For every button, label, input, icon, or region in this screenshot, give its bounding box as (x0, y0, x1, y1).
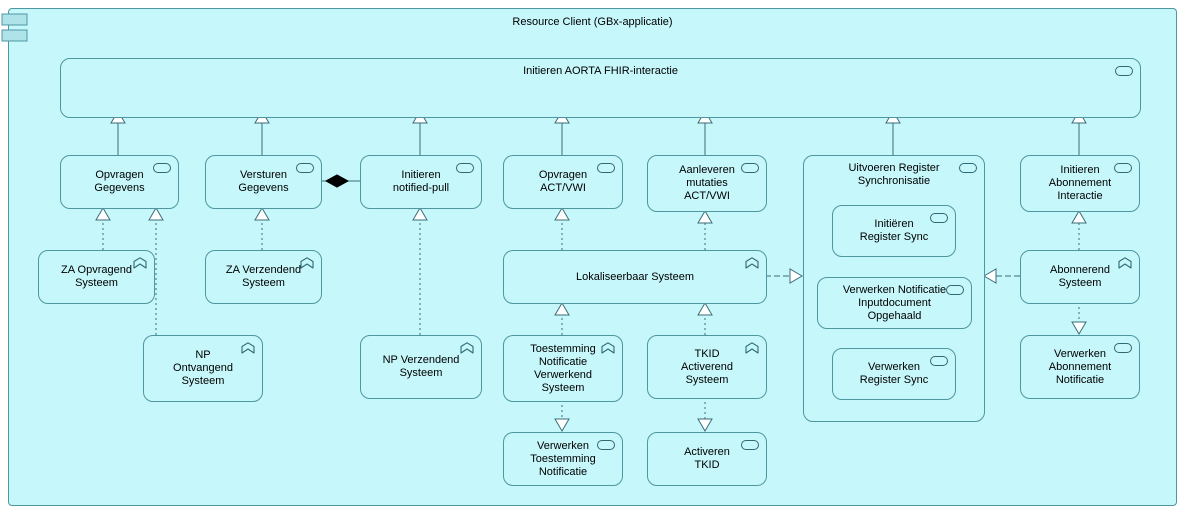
application-function-icon (460, 342, 474, 354)
element-label: Opvragen ACT/VWI (538, 169, 588, 194)
element-label: Activeren TKID (684, 446, 730, 471)
element-label: TKID Activerend Systeem (681, 347, 733, 386)
application-service-icon (959, 163, 977, 173)
element-za-opvragend-systeem[interactable]: ZA Opvragend Systeem (38, 250, 155, 304)
application-service-icon (741, 163, 759, 173)
element-label: Uitvoeren Register Synchronisatie (848, 162, 940, 187)
element-initieren-register-sync[interactable]: Initiëren Register Sync (832, 205, 956, 257)
element-label: Aanleveren mutaties ACT/VWI (679, 164, 735, 202)
element-label: Toestemming Notificatie Verwerkend Syste… (530, 342, 596, 394)
element-label: ZA Opvragend Systeem (61, 264, 132, 289)
element-opvragen-act-vwi[interactable]: Opvragen ACT/VWI (503, 155, 623, 209)
element-label: Versturen Gegevens (238, 169, 289, 194)
element-label: NP Verzendend Systeem (382, 354, 460, 379)
element-label: NP Ontvangend Systeem (173, 349, 233, 387)
application-service-icon (153, 163, 171, 173)
element-label: Verwerken Abonnement Notificatie (1048, 347, 1112, 386)
element-initieren-notified-pull[interactable]: Initieren notified-pull (360, 155, 482, 209)
element-label: Initieren Abonnement Interactie (1048, 164, 1112, 202)
application-service-icon (597, 163, 615, 173)
element-initieren-abonnement-interactie[interactable]: Initieren Abonnement Interactie (1020, 155, 1140, 212)
element-label: Verwerken Register Sync (859, 361, 929, 386)
element-label: Verwerken Toestemming Notificatie (530, 439, 596, 478)
element-verwerken-notificatie-inputdocument-opgehaald[interactable]: Verwerken Notificatie Inputdocument Opge… (817, 277, 972, 329)
application-service-icon (597, 440, 615, 450)
application-function-icon (601, 342, 615, 354)
element-label: Lokaliseerbaar Systeem (575, 270, 694, 283)
element-label: Verwerken Notificatie Inputdocument Opge… (842, 283, 947, 322)
element-abonnerend-systeem[interactable]: Abonnerend Systeem (1020, 250, 1140, 304)
element-toestemming-notificatie-verwerkend-systeem[interactable]: Toestemming Notificatie Verwerkend Syste… (503, 335, 623, 402)
element-label: Abonnerend Systeem (1050, 264, 1110, 289)
application-function-icon (1118, 257, 1132, 269)
element-label: Initieren AORTA FHIR-interactie (523, 65, 678, 77)
element-lokaliseerbaar-systeem[interactable]: Lokaliseerbaar Systeem (503, 250, 767, 304)
element-opvragen-gegevens[interactable]: Opvragen Gegevens (60, 155, 179, 209)
element-np-ontvangend-systeem[interactable]: NP Ontvangend Systeem (143, 335, 263, 402)
element-label: Initiëren Register Sync (859, 218, 929, 243)
element-activeren-tkid[interactable]: Activeren TKID (647, 432, 767, 486)
application-function-icon (241, 342, 255, 354)
element-aanleveren-mutaties-act-vwi[interactable]: Aanleveren mutaties ACT/VWI (647, 155, 767, 212)
element-verwerken-abonnement-notificatie[interactable]: Verwerken Abonnement Notificatie (1020, 335, 1140, 399)
application-service-icon (741, 440, 759, 450)
element-verwerken-toestemming-notificatie[interactable]: Verwerken Toestemming Notificatie (503, 432, 623, 486)
element-za-verzendend-systeem[interactable]: ZA Verzendend Systeem (205, 250, 322, 304)
element-initieren-aorta-fhir-interactie[interactable]: Initieren AORTA FHIR-interactie (60, 58, 1141, 118)
application-service-icon (456, 163, 474, 173)
element-np-verzendend-systeem[interactable]: NP Verzendend Systeem (360, 335, 482, 399)
application-function-icon (133, 257, 147, 269)
element-verwerken-register-sync[interactable]: Verwerken Register Sync (832, 348, 956, 400)
element-versturen-gegevens[interactable]: Versturen Gegevens (205, 155, 322, 209)
application-function-icon (745, 257, 759, 269)
application-function-icon (745, 342, 759, 354)
element-label: Initieren notified-pull (392, 169, 450, 194)
element-label: Opvragen Gegevens (94, 169, 145, 194)
application-service-icon (946, 285, 964, 295)
application-service-icon (296, 163, 314, 173)
element-label: ZA Verzendend Systeem (225, 264, 302, 289)
application-service-icon (1114, 163, 1132, 173)
element-label: Resource Client (GBx-applicatie) (512, 16, 673, 28)
application-service-icon (930, 213, 948, 223)
application-function-icon (300, 257, 314, 269)
application-service-icon (1115, 66, 1133, 76)
element-tkid-activerend-systeem[interactable]: TKID Activerend Systeem (647, 335, 767, 399)
application-service-icon (1114, 343, 1132, 353)
application-service-icon (930, 356, 948, 366)
